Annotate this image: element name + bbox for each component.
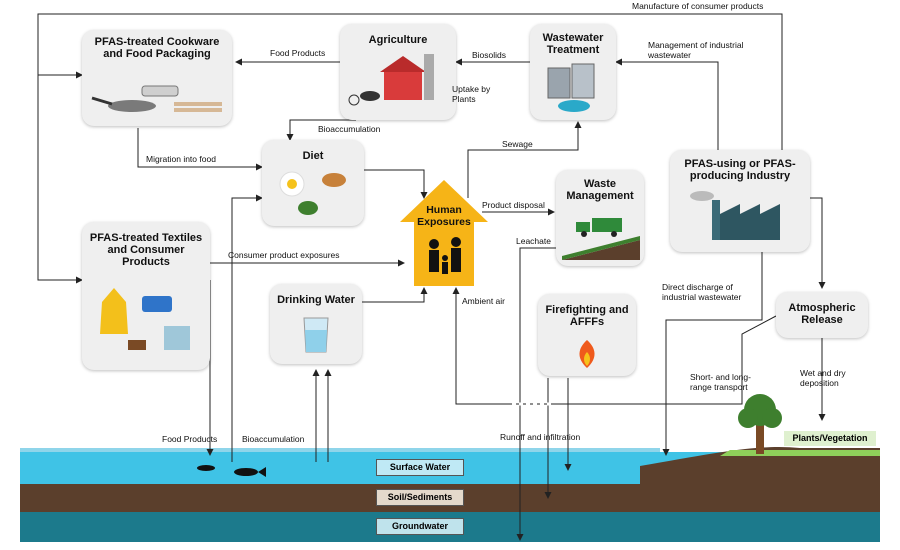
- edge-ambient-air: [452, 287, 777, 405]
- diet-node: Diet: [262, 140, 364, 226]
- edge-direct-discharge: [662, 252, 763, 456]
- label-bioacc-top: Bioaccumulation: [318, 124, 381, 134]
- diet-title: Diet: [302, 150, 324, 162]
- fire-icon: [579, 340, 595, 368]
- cookware-icon: [91, 85, 222, 112]
- label-migration: Migration into food: [146, 154, 216, 164]
- label-sewage: Sewage: [502, 139, 533, 149]
- land-top: [20, 448, 660, 452]
- label-uptake: Uptake by Plants: [452, 84, 491, 104]
- label-consumer-exposures: Consumer product exposures: [228, 250, 340, 260]
- fish-icons: [197, 465, 266, 477]
- waste-title: Waste Management: [566, 178, 634, 202]
- label-short-long: Short- and long-range transport: [690, 372, 751, 392]
- label-product-disposal: Product disposal: [482, 200, 545, 210]
- cookware-node: PFAS-treated Cookware and Food Packaging: [82, 30, 232, 126]
- house-icon: [400, 180, 488, 286]
- label-biosolids: Biosolids: [472, 50, 507, 60]
- edge-sewage: [467, 121, 582, 198]
- edge-industrial-ww: [615, 58, 719, 150]
- firefighting-title: Firefighting and AFFFs: [545, 304, 629, 328]
- wastewater-title: Wastewater Treatment: [542, 32, 604, 56]
- firefighting-node: Firefighting and AFFFs: [538, 294, 636, 376]
- human-exposures-title: Human Exposures: [417, 204, 471, 228]
- human-exposures-house: Human Exposures: [398, 178, 490, 288]
- consumer-products-icon: [100, 288, 190, 350]
- label-wet-dry: Wet and dry deposition: [800, 368, 846, 388]
- label-ambient-air: Ambient air: [462, 296, 505, 306]
- label-food-products-bottom: Food Products: [162, 434, 218, 444]
- edge-migration: [137, 128, 263, 171]
- label-direct-discharge: Direct discharge of industrial wastewate…: [662, 282, 742, 302]
- edge-agri-diet: [286, 119, 356, 141]
- land-hill: [640, 446, 880, 512]
- atmospheric-node: Atmospheric Release: [776, 292, 868, 338]
- food-icon: [279, 171, 346, 215]
- plants-label: Plants/Vegetation: [784, 431, 876, 446]
- label-food-products-top: Food Products: [270, 48, 326, 58]
- truck-icon: [562, 218, 640, 260]
- drinking-water-node: Drinking Water: [270, 284, 362, 364]
- edge-food-products-bottom: [231, 194, 263, 462]
- atmospheric-title: Atmospheric Release: [788, 302, 856, 326]
- textiles-node: PFAS-treated Textiles and Consumer Produ…: [82, 222, 210, 370]
- groundwater-label: Groundwater: [376, 518, 464, 535]
- label-runoff: Runoff and infiltration: [500, 432, 581, 442]
- industry-node: PFAS-using or PFAS-producing Industry: [670, 150, 810, 252]
- label-industrial-ww: Management of industrial wastewater: [648, 40, 744, 60]
- tanks-icon: [547, 63, 595, 112]
- edge-drinking-human: [362, 287, 428, 303]
- drinking-water-title: Drinking Water: [277, 294, 355, 306]
- factory-icon: [690, 191, 780, 240]
- textiles-title: PFAS-treated Textiles and Consumer Produ…: [89, 232, 203, 268]
- glass-icon: [303, 317, 329, 353]
- industry-title: PFAS-using or PFAS-producing Industry: [684, 158, 796, 182]
- edge-manufacture: [37, 13, 783, 284]
- cookware-title: PFAS-treated Cookware and Food Packaging: [94, 36, 220, 60]
- edge-leachate: [516, 247, 560, 541]
- edge-diet-human: [364, 169, 428, 199]
- waste-node: Waste Management: [556, 170, 644, 266]
- agriculture-node: Agriculture: [340, 24, 456, 120]
- barn-icon: [348, 54, 434, 106]
- label-bioacc-bottom: Bioaccumulation: [242, 434, 305, 444]
- wastewater-node: Wastewater Treatment: [530, 24, 616, 120]
- agriculture-title: Agriculture: [368, 34, 428, 46]
- surface-water-label: Surface Water: [376, 459, 464, 476]
- soil-label: Soil/Sediments: [376, 489, 464, 506]
- label-manufacture: Manufacture of consumer products: [632, 1, 764, 11]
- edge-atmospheric: [808, 197, 826, 289]
- label-leachate: Leachate: [516, 236, 551, 246]
